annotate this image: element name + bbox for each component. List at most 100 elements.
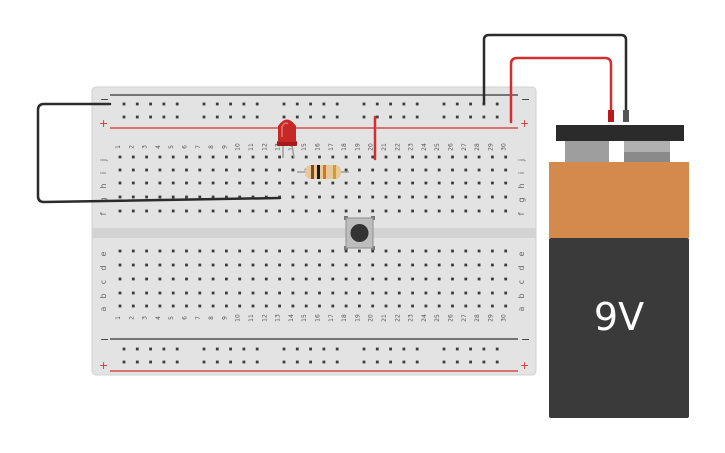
terminal-hole[interactable]: [451, 304, 454, 308]
terminal-hole[interactable]: [437, 249, 441, 253]
terminal-hole[interactable]: [397, 304, 401, 308]
terminal-hole[interactable]: [264, 291, 268, 295]
rail-hole[interactable]: [389, 347, 392, 351]
rail-hole[interactable]: [309, 102, 312, 106]
rail-hole[interactable]: [442, 102, 446, 106]
terminal-hole[interactable]: [397, 195, 401, 199]
rail-hole[interactable]: [295, 102, 299, 106]
terminal-hole[interactable]: [344, 168, 348, 172]
terminal-hole[interactable]: [424, 291, 428, 295]
terminal-hole[interactable]: [371, 291, 375, 295]
terminal-hole[interactable]: [331, 277, 335, 281]
terminal-hole[interactable]: [158, 304, 162, 308]
rail-hole[interactable]: [469, 347, 472, 351]
terminal-hole[interactable]: [145, 209, 148, 213]
terminal-hole[interactable]: [491, 155, 494, 159]
rail-hole[interactable]: [149, 347, 152, 351]
rail-hole[interactable]: [402, 347, 406, 351]
terminal-hole[interactable]: [331, 263, 335, 267]
terminal-hole[interactable]: [384, 168, 388, 172]
rail-hole[interactable]: [242, 347, 246, 351]
terminal-hole[interactable]: [464, 181, 468, 185]
terminal-hole[interactable]: [397, 181, 401, 185]
terminal-hole[interactable]: [211, 263, 215, 267]
rail-hole[interactable]: [295, 360, 299, 364]
terminal-hole[interactable]: [411, 195, 414, 199]
terminal-hole[interactable]: [504, 277, 508, 281]
terminal-hole[interactable]: [198, 304, 202, 308]
terminal-hole[interactable]: [424, 195, 428, 199]
terminal-hole[interactable]: [411, 304, 414, 308]
rail-hole[interactable]: [202, 347, 206, 351]
rail-hole[interactable]: [482, 347, 486, 351]
rail-hole[interactable]: [495, 115, 499, 119]
terminal-hole[interactable]: [238, 277, 242, 281]
rail-hole[interactable]: [482, 115, 486, 119]
terminal-hole[interactable]: [318, 195, 321, 199]
terminal-hole[interactable]: [318, 263, 321, 267]
terminal-hole[interactable]: [211, 168, 215, 172]
terminal-hole[interactable]: [238, 195, 242, 199]
rail-hole[interactable]: [415, 115, 419, 119]
terminal-hole[interactable]: [358, 304, 361, 308]
terminal-hole[interactable]: [304, 263, 308, 267]
terminal-hole[interactable]: [158, 209, 162, 213]
terminal-hole[interactable]: [331, 155, 335, 159]
terminal-hole[interactable]: [171, 168, 175, 172]
long-black-wire[interactable]: [36, 102, 282, 204]
terminal-hole[interactable]: [491, 168, 494, 172]
terminal-hole[interactable]: [251, 155, 255, 159]
terminal-hole[interactable]: [477, 181, 481, 185]
terminal-hole[interactable]: [185, 195, 188, 199]
terminal-hole[interactable]: [318, 209, 321, 213]
rail-hole[interactable]: [149, 360, 152, 364]
rail-hole[interactable]: [202, 102, 206, 106]
terminal-hole[interactable]: [171, 304, 175, 308]
rail-hole[interactable]: [322, 347, 326, 351]
rail-hole[interactable]: [255, 360, 259, 364]
terminal-hole[interactable]: [145, 304, 148, 308]
terminal-hole[interactable]: [131, 263, 135, 267]
rail-hole[interactable]: [322, 360, 326, 364]
terminal-hole[interactable]: [185, 209, 188, 213]
terminal-hole[interactable]: [491, 249, 494, 253]
terminal-hole[interactable]: [118, 249, 122, 253]
terminal-hole[interactable]: [344, 195, 348, 199]
terminal-hole[interactable]: [291, 263, 295, 267]
terminal-hole[interactable]: [225, 291, 228, 295]
terminal-hole[interactable]: [371, 209, 375, 213]
terminal-hole[interactable]: [464, 168, 468, 172]
rail-hole[interactable]: [135, 347, 139, 351]
terminal-hole[interactable]: [424, 249, 428, 253]
terminal-hole[interactable]: [318, 249, 321, 253]
rail-hole[interactable]: [135, 102, 139, 106]
terminal-hole[interactable]: [491, 304, 494, 308]
terminal-hole[interactable]: [411, 263, 414, 267]
terminal-hole[interactable]: [185, 304, 188, 308]
terminal-hole[interactable]: [198, 181, 202, 185]
terminal-hole[interactable]: [411, 277, 414, 281]
terminal-hole[interactable]: [371, 263, 375, 267]
terminal-hole[interactable]: [145, 291, 148, 295]
terminal-hole[interactable]: [251, 168, 255, 172]
terminal-hole[interactable]: [504, 291, 508, 295]
terminal-hole[interactable]: [477, 155, 481, 159]
terminal-hole[interactable]: [251, 291, 255, 295]
terminal-hole[interactable]: [491, 263, 494, 267]
terminal-hole[interactable]: [278, 209, 281, 213]
terminal-hole[interactable]: [238, 249, 242, 253]
terminal-hole[interactable]: [384, 277, 388, 281]
terminal-hole[interactable]: [424, 181, 428, 185]
rail-hole[interactable]: [175, 102, 179, 106]
terminal-hole[interactable]: [131, 195, 135, 199]
terminal-hole[interactable]: [451, 291, 454, 295]
terminal-hole[interactable]: [318, 181, 321, 185]
terminal-hole[interactable]: [451, 168, 454, 172]
terminal-hole[interactable]: [504, 209, 508, 213]
rail-hole[interactable]: [442, 115, 446, 119]
terminal-hole[interactable]: [411, 168, 414, 172]
terminal-hole[interactable]: [411, 291, 414, 295]
terminal-hole[interactable]: [437, 168, 441, 172]
terminal-hole[interactable]: [424, 304, 428, 308]
terminal-hole[interactable]: [344, 249, 348, 253]
